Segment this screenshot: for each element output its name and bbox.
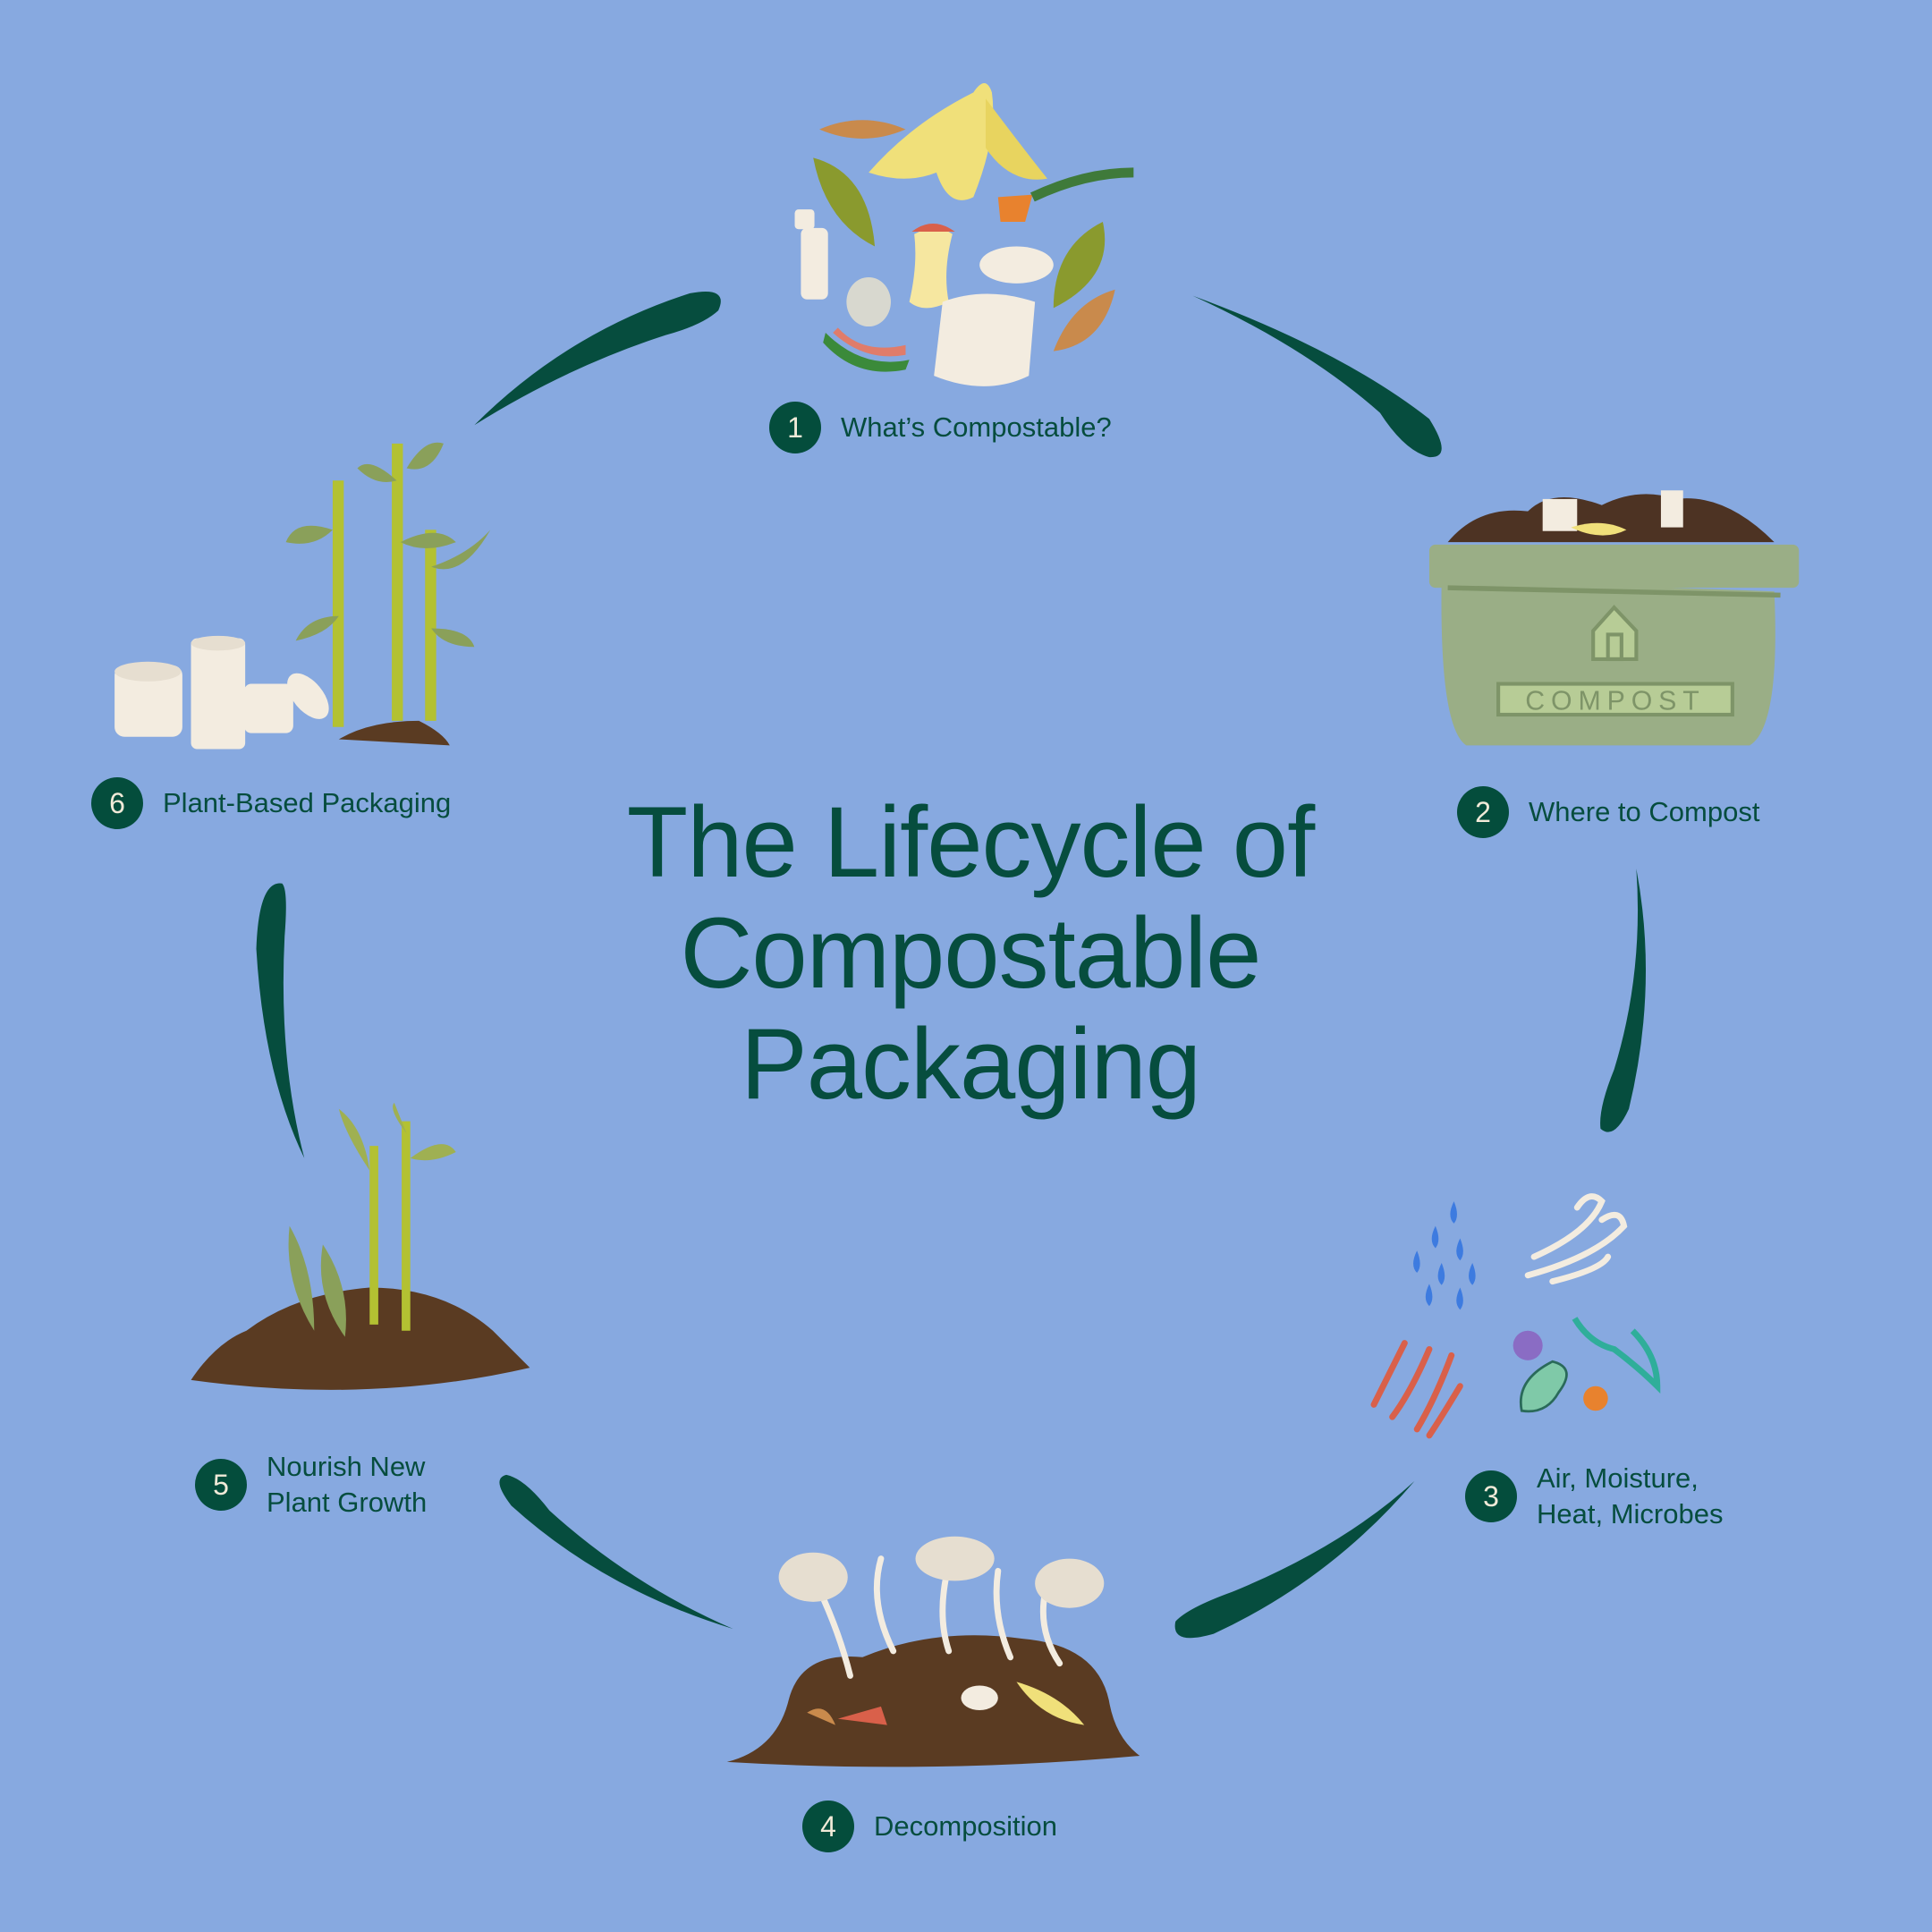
page-title: The Lifecycle of Compostable Packaging [483,787,1458,1120]
step-5: 5 Nourish New Plant Growth [195,1449,427,1521]
step-label: Where to Compost [1529,796,1760,827]
step-label: What’s Compostable? [841,411,1112,443]
decomposition-illustration [726,1536,1140,1767]
step-number-badge: 1 [769,402,821,453]
cycle-arc-6-to-1 [474,291,721,426]
compost-bin-illustration: COMPOST [1428,490,1800,746]
step-label: Plant-Based Packaging [163,787,452,818]
step-label: Nourish New Plant Growth [267,1449,427,1521]
step-label: Decomposition [874,1810,1058,1842]
air-moisture-heat-microbes-illustration [1370,1193,1661,1439]
new-plant-growth-illustration [191,1102,530,1390]
title-line-3: Packaging [740,1008,1201,1120]
compostable-items-illustration [794,82,1134,386]
step-number-badge: 6 [91,777,143,829]
step-number-badge: 3 [1465,1470,1517,1522]
cycle-arc-3-to-4 [1174,1480,1415,1639]
step-6: 6 Plant-Based Packaging [91,777,451,829]
step-label-line-2: Plant Growth [267,1487,428,1518]
step-label-line-1: Nourish New [267,1451,426,1482]
step-number-badge: 2 [1457,786,1509,838]
cycle-arc-1-to-2 [1192,295,1442,458]
title-line-1: The Lifecycle of [626,786,1315,898]
step-4: 4 Decomposition [802,1801,1057,1852]
step-1: 1 What’s Compostable? [769,402,1112,453]
compost-bin-label: COMPOST [1525,686,1705,716]
cycle-arc-2-to-3 [1600,869,1647,1132]
step-number-badge: 5 [195,1459,247,1511]
step-label: Air, Moisture, Heat, Microbes [1537,1461,1723,1532]
step-3: 3 Air, Moisture, Heat, Microbes [1465,1461,1723,1532]
title-line-2: Compostable [680,897,1262,1009]
step-2: 2 Where to Compost [1457,786,1759,838]
cycle-arc-5-to-6 [256,883,305,1158]
plant-based-packaging-illustration [114,442,491,750]
step-label-line-2: Heat, Microbes [1537,1498,1724,1530]
cycle-arc-4-to-5 [499,1474,733,1630]
step-label-line-1: Air, Moisture, [1537,1462,1699,1494]
step-number-badge: 4 [802,1801,854,1852]
